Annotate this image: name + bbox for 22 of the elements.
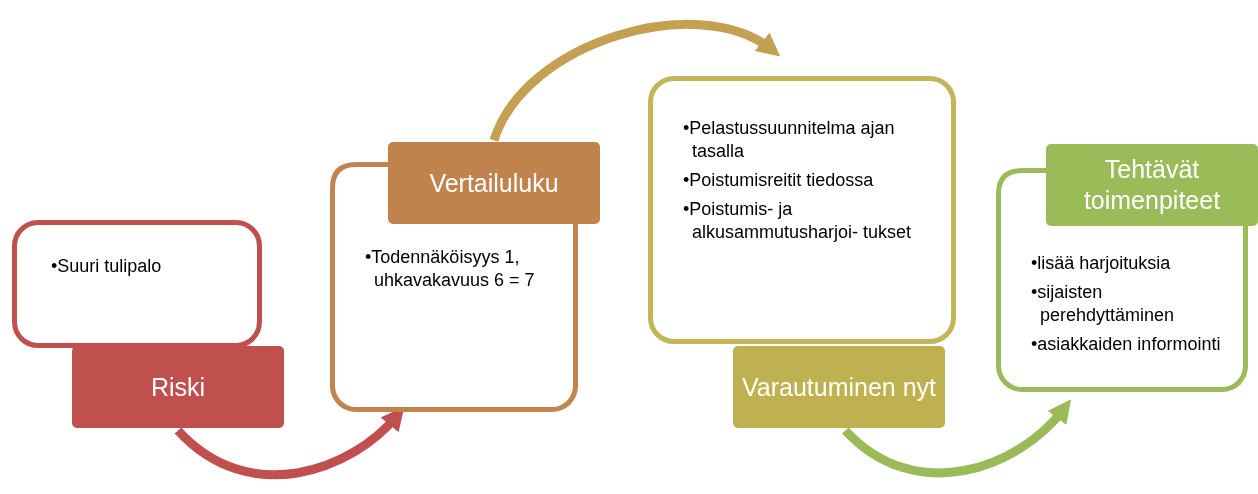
bullet-item: •Poistumis- ja alkusammutusharjoi- tukset (683, 198, 913, 244)
curved-arrow (489, 20, 782, 143)
bullet-item: •Suuri tulipalo (51, 255, 163, 278)
bullet-item: •Pelastussuunnitelma ajan tasalla (683, 117, 896, 163)
title-box (733, 346, 945, 428)
curved-arrow (842, 399, 1072, 478)
rounded-card (996, 226, 1248, 392)
bullet-item: •Todennäköisyys 1, uhkavakavuus 6 = 7 (365, 246, 536, 292)
title-text: Varautuminen nyt (741, 371, 937, 403)
title-text: Riski (150, 371, 206, 403)
bullet-item: •sijaisten perehdyttäminen (1031, 281, 1176, 327)
bullet-item: •Poistumisreitit tiedossa (683, 169, 875, 192)
rounded-card (330, 224, 578, 412)
title-box (388, 142, 600, 224)
title-text: Tehtävät toimenpiteet (1082, 154, 1222, 216)
title-text: Vertailuluku (429, 167, 559, 199)
title-box (1046, 144, 1258, 226)
title-box (72, 346, 284, 428)
rounded-card (12, 220, 262, 348)
rounded-card (648, 76, 956, 344)
bullet-item: •lisää harjoituksia (1031, 252, 1172, 275)
bullet-item: •asiakkaiden informointi (1031, 333, 1222, 356)
